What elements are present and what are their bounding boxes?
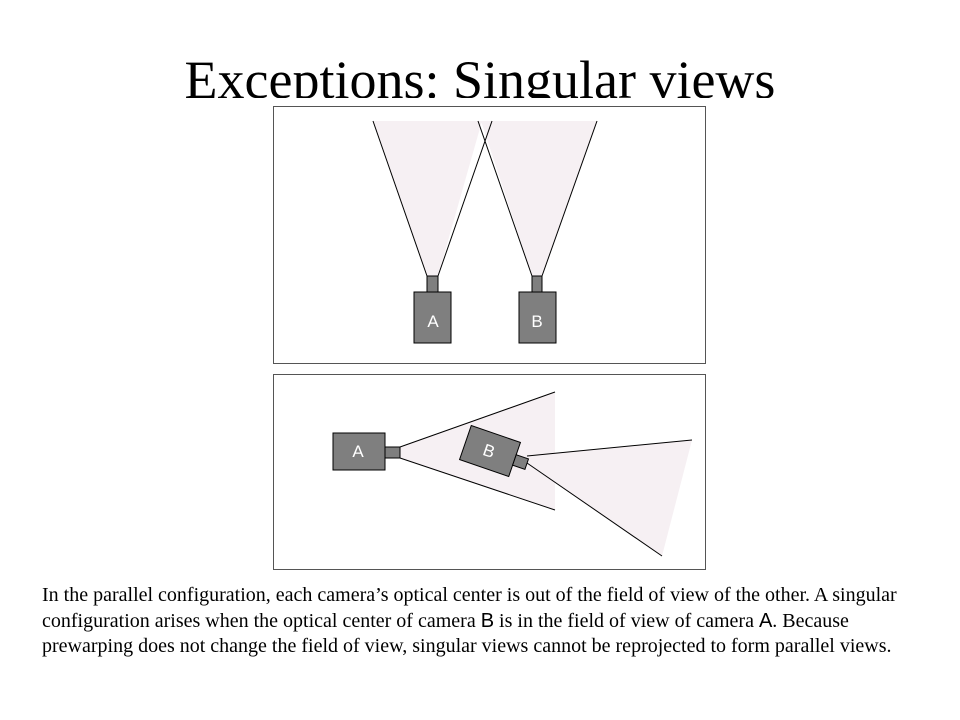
camera-a-body [413,291,452,344]
camera-b-fov-right-edge [541,120,598,277]
caption-text: In the parallel configuration, each came… [42,583,942,660]
camera-a-field-of-view [373,121,482,276]
camera-a-fov-left-edge [372,120,428,277]
caption-part3: . Because prewarping does not change the… [42,609,892,658]
camera-b-lens [511,454,530,471]
camera-a-fov-lower-edge [399,457,556,511]
caption-part2: is in the field of view of camera [494,609,759,632]
camera-a-label: A [352,442,364,461]
caption-camera-a: A [758,609,773,632]
camera-a-fov-right-edge [437,120,493,277]
camera-a-lens [426,275,439,293]
parallel-configuration-panel [273,106,706,364]
caption-camera-b: B [480,609,495,632]
camera-b-lens [531,275,543,293]
camera-b-body [518,291,557,344]
camera-b-field-of-view [481,121,597,276]
camera-a-body [332,432,386,471]
parallel-configuration: A B [372,120,598,344]
camera-a-lens [384,446,401,459]
camera-a-fov-upper-edge [399,391,556,448]
camera-b-fov-upper-edge [526,439,693,457]
camera-b-fov-lower-edge [526,462,663,557]
camera-b-fov-left-edge [477,120,533,277]
camera-b-field-of-view [527,440,692,556]
camera-b-label: B [531,312,542,331]
camera-a-label: A [427,312,439,331]
caption-part1: In the parallel configuration, each came… [42,584,897,632]
slide-title: Exceptions: Singular views [184,50,776,98]
singular-configuration: A B [332,391,693,557]
